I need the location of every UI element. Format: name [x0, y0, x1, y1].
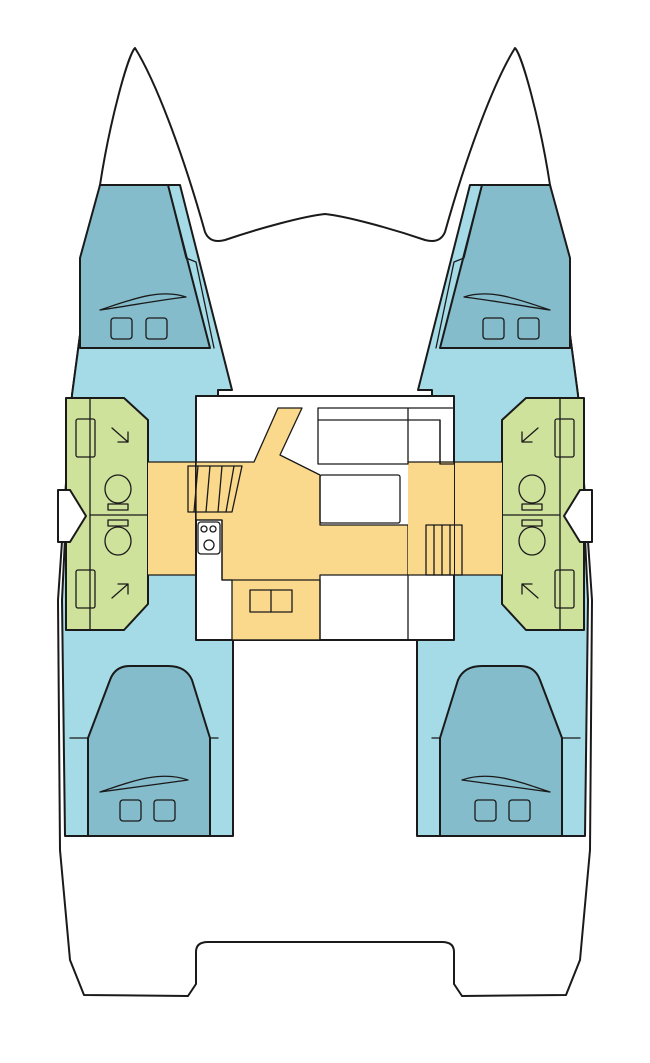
- starboard-forward-locker-1: [517, 317, 540, 340]
- port-aft-toilet-icon: [104, 526, 132, 556]
- port-hull: [57, 184, 234, 837]
- port-head-aft-basin: [75, 569, 96, 609]
- port-heads: [65, 397, 149, 631]
- starboard-aft-toilet-icon: [518, 526, 546, 556]
- galley-counter: [195, 519, 321, 641]
- starboard-aft-cabin: [439, 665, 563, 837]
- port-aft-pillow: [99, 775, 189, 793]
- starboard-heads: [501, 397, 585, 631]
- starboard-forward-pillow: [463, 293, 551, 311]
- helm-stairs: [187, 465, 243, 513]
- starboard-hull-step: [563, 489, 593, 543]
- fridge-locker: [407, 574, 455, 641]
- port-forward-locker-1: [110, 317, 133, 340]
- starboard-head-aft-basin: [554, 569, 575, 609]
- starboard-aft-locker-1: [508, 799, 531, 822]
- port-head-fwd-basin: [75, 418, 96, 458]
- stove-burner-3: [203, 539, 215, 551]
- starboard-aft-locker-2: [474, 799, 497, 822]
- saloon-table: [319, 474, 401, 524]
- port-fwd-toilet-icon: [104, 474, 132, 504]
- starboard-hull: [416, 184, 593, 837]
- port-aft-locker-2: [153, 799, 176, 822]
- saloon-walkway-aft: [408, 462, 454, 575]
- port-forward-pillow: [99, 293, 187, 311]
- stove: [197, 521, 221, 555]
- stove-burner-2: [209, 525, 217, 533]
- starboard-fwd-toilet-icon: [518, 474, 546, 504]
- port-forward-locker-2: [145, 317, 168, 340]
- stove-burner-1: [200, 525, 208, 533]
- starboard-head-fwd-basin: [554, 418, 575, 458]
- starboard-aft-pillow: [461, 775, 551, 793]
- port-aft-locker-1: [119, 799, 142, 822]
- port-aft-cabin: [87, 665, 211, 837]
- saloon-floor: [148, 462, 502, 575]
- port-hull-step: [57, 489, 87, 543]
- saloon: [147, 395, 503, 641]
- starboard-forward-locker-2: [482, 317, 505, 340]
